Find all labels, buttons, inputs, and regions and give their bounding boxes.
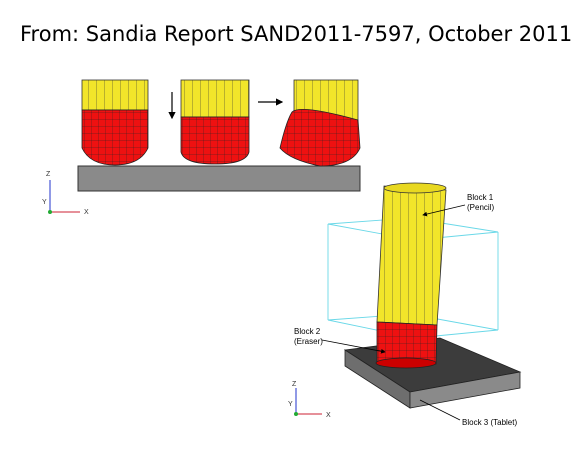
pencil-contact [180, 79, 250, 165]
pencil-block1 [376, 182, 447, 326]
pencil-initial [81, 79, 149, 166]
axis-y-label: Y [42, 199, 47, 206]
simulation-diagram: Z X Y Block 1 (Pencil) Block 2 (Eraser) … [42, 79, 522, 427]
label-block1-name: Block 1 [467, 193, 494, 202]
leader-block2 [321, 339, 386, 354]
label-block1-sub: (Pencil) [467, 203, 494, 212]
label-block2-sub: (Eraser) [294, 337, 323, 346]
axis-x-label: X [84, 209, 89, 216]
axis-y-label-bottom: Y [288, 401, 293, 408]
axis-triad-top: Z X Y [42, 171, 89, 216]
axis-z-label-bottom: Z [292, 381, 297, 388]
label-block2-name: Block 2 [294, 327, 321, 336]
axis-z-label: Z [46, 171, 51, 178]
pencil-sliding [279, 79, 361, 167]
top-tablet [77, 165, 361, 192]
leader-block3 [419, 399, 461, 421]
axis-x-label-bottom: X [326, 412, 331, 419]
leader-block1 [422, 204, 466, 217]
axis-triad-bottom: Z X Y [288, 381, 331, 419]
label-block3: Block 3 (Tablet) [462, 418, 517, 427]
eraser-block2 [375, 321, 438, 369]
page-title: From: Sandia Report SAND2011-7597, Octob… [20, 22, 572, 46]
